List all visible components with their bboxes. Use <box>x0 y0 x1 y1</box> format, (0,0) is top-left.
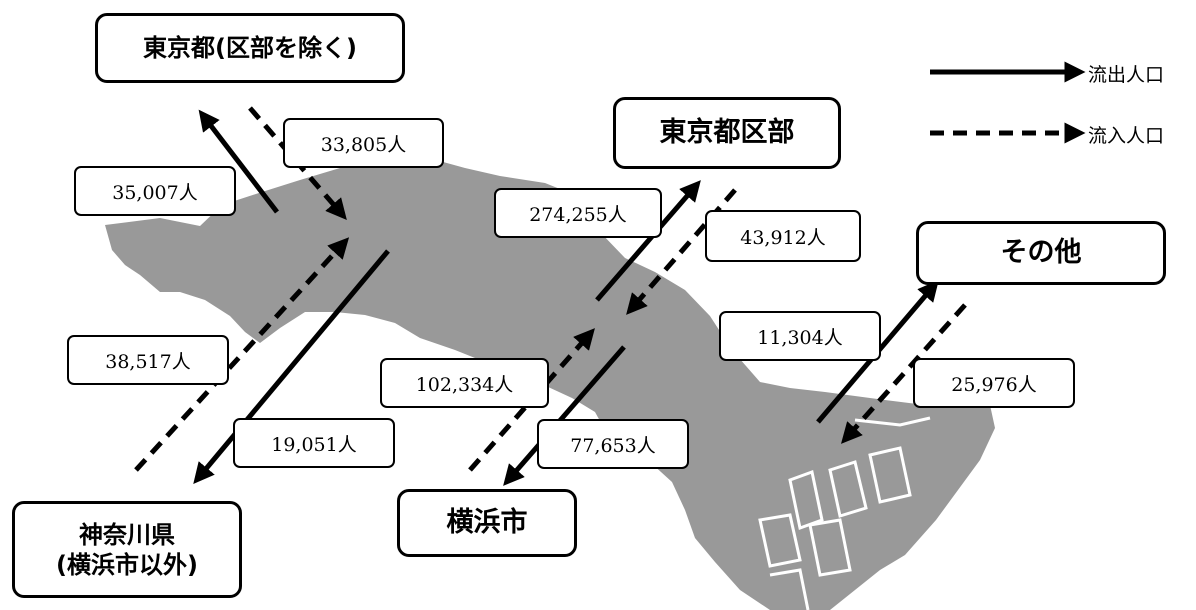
region-tokyo-wards-label: 東京都区部 <box>659 117 795 149</box>
region-other-label: その他 <box>1000 237 1082 269</box>
legend-outflow-label: 流出人口 <box>1088 64 1165 86</box>
ward-lines <box>758 416 931 610</box>
region-kanagawa: 神奈川県 (横浜市以外) <box>12 501 242 598</box>
flow-from-tokyo-outside: 33,805人 <box>283 118 444 168</box>
flow-to-kanagawa: 19,051人 <box>233 418 395 468</box>
arrow-from-kanagawa <box>134 237 350 472</box>
region-other: その他 <box>916 221 1166 285</box>
arrow-to-yokohama <box>503 345 626 486</box>
arrow-from-other <box>841 303 967 444</box>
region-kanagawa-label-line2: (横浜市以外) <box>56 550 198 579</box>
region-tokyo-wards: 東京都区部 <box>613 97 841 169</box>
flow-to-yokohama: 77,653人 <box>537 419 689 469</box>
region-kanagawa-label-line1: 神奈川県 <box>79 520 175 549</box>
region-yokohama-label: 横浜市 <box>446 507 528 539</box>
arrow-to-tokyo-wards <box>595 180 701 302</box>
arrow-to-kanagawa <box>193 249 390 485</box>
arrow-from-tokyo-wards <box>626 188 737 315</box>
map-silhouette <box>105 157 995 610</box>
region-tokyo-outside-label: 東京都(区部を除く) <box>143 34 357 62</box>
region-tokyo-outside: 東京都(区部を除く) <box>95 13 405 83</box>
flow-to-other: 11,304人 <box>719 311 881 361</box>
arrow-from-yokohama <box>468 328 595 472</box>
flow-to-tokyo-outside: 35,007人 <box>74 166 236 216</box>
flow-to-tokyo-wards: 274,255人 <box>494 188 662 238</box>
flow-from-tokyo-wards: 43,912人 <box>705 210 861 262</box>
flow-from-yokohama: 102,334人 <box>380 358 549 408</box>
flow-from-other: 25,976人 <box>913 358 1075 408</box>
arrow-to-tokyo-outside <box>198 109 279 214</box>
legend-inflow-label: 流入人口 <box>1088 125 1165 147</box>
flow-from-kanagawa: 38,517人 <box>67 335 229 385</box>
region-yokohama: 横浜市 <box>397 489 577 557</box>
